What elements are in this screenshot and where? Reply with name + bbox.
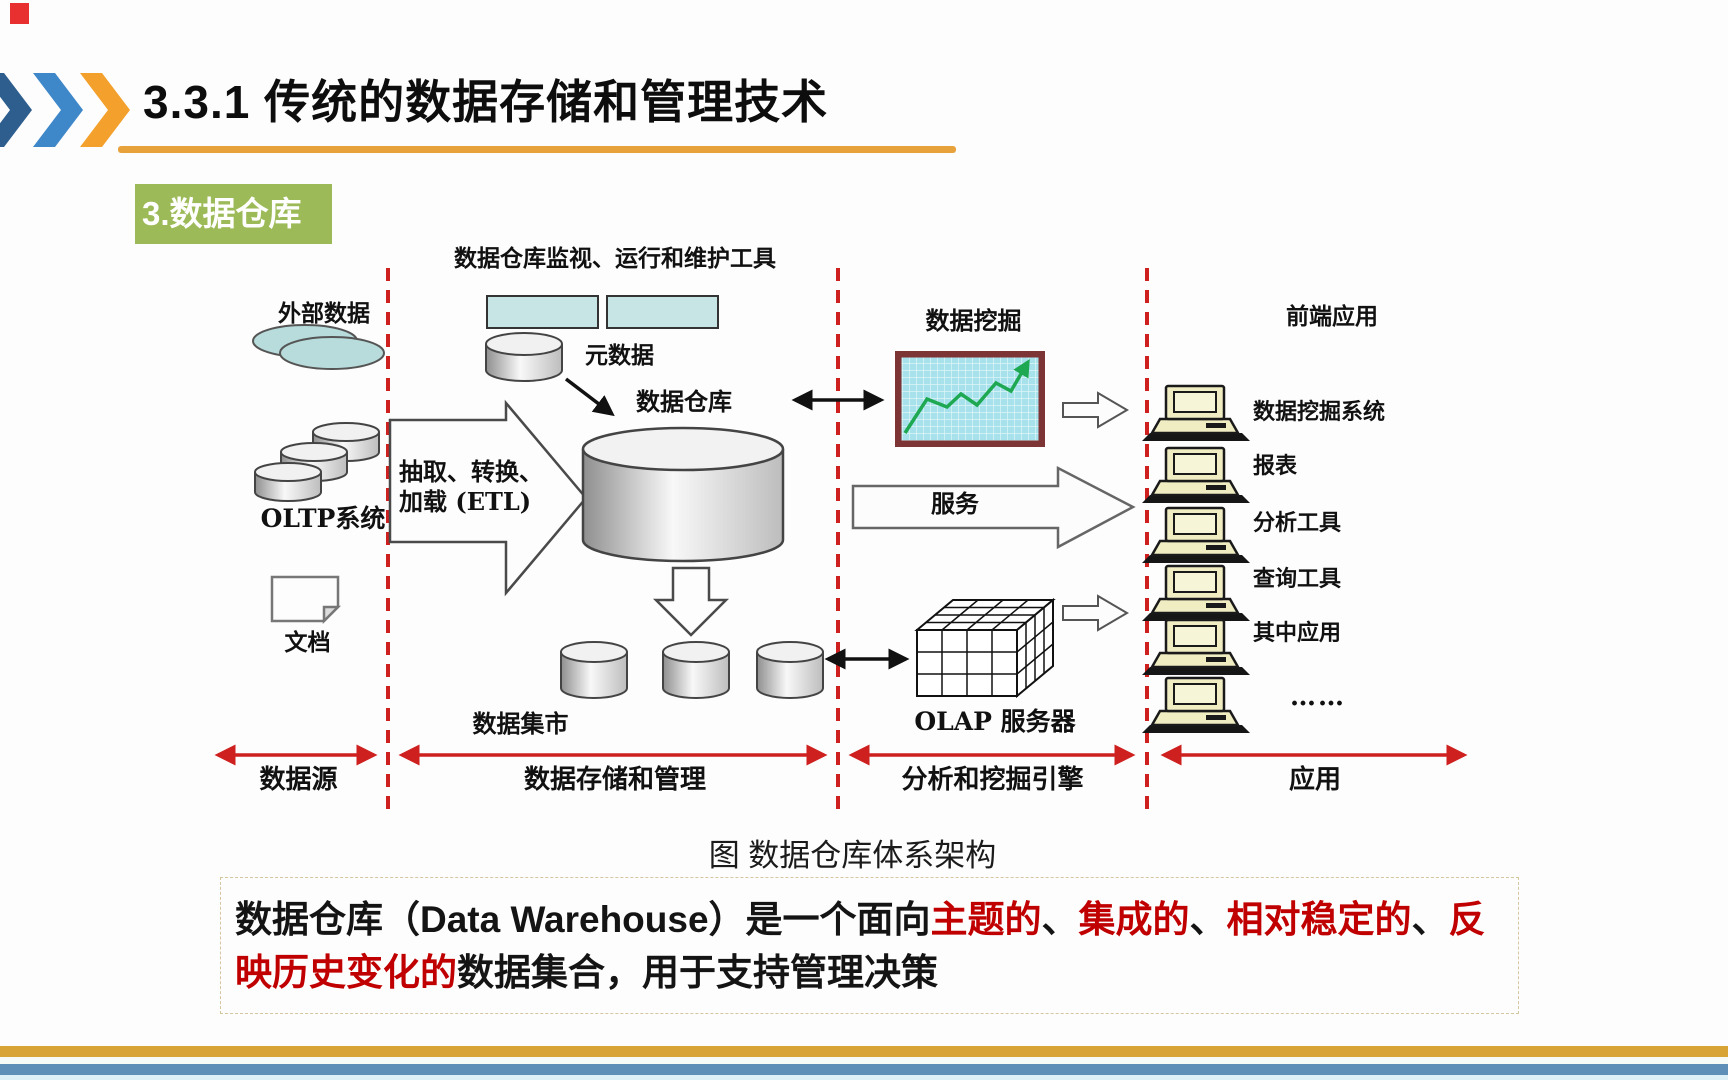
data-warehouse-label: 数据仓库 [636,387,732,416]
definition-seg-4: 、 [1189,899,1227,940]
metadata-to-warehouse-arrow [564,377,615,417]
olap-cube-icon [914,597,1056,699]
warehouse-cylinder-icon [581,426,785,563]
chevron-dark-icon [0,73,32,147]
monitor-tools-label: 数据仓库监视、运行和维护工具 [454,245,776,272]
external-data-label: 外部数据 [278,300,370,327]
title-underline [118,146,956,153]
app-label-analysis-tool: 分析工具 [1253,510,1342,536]
section-label-application: 应用 [1288,765,1341,795]
chevron-blue-icon [33,73,83,147]
etl-label-line1: 抽取、转换、 [399,457,543,486]
bottom-gap-strip [0,1057,1728,1064]
corner-red-mark [10,3,29,24]
document-icon [270,575,342,625]
definition-seg-2: 、 [1041,899,1079,940]
bottom-blue-bar [0,1064,1728,1075]
definition-text: 数据仓库（Data Warehouse）是一个面向主题的、集成的、相对稳定的、反… [221,878,1518,999]
metadata-cylinder-icon [485,332,563,382]
mining-to-apps-arrow-icon [1062,391,1129,429]
figure-caption: 图 数据仓库体系架构 [708,838,997,873]
app-label-other-apps: 其中应用 [1253,620,1342,646]
definition-seg-8: 数据集合，用于支持管理决策 [457,952,938,993]
app-label-mining-system: 数据挖掘系统 [1253,399,1386,425]
definition-seg-5: 相对稳定的 [1226,899,1412,940]
section-tag: 3.数据仓库 [135,184,332,244]
definition-seg-6: 、 [1411,899,1449,940]
data-mart-label: 数据集市 [472,709,569,738]
down-block-arrow-icon [652,566,730,637]
service-block-arrow-icon [851,465,1136,550]
chevron-orange-icon [80,73,130,147]
oltp-system-label: OLTP系统 [260,504,386,533]
chevron-icons [0,73,130,147]
olap-to-apps-arrow-icon [1062,594,1129,632]
frontend-apps-label: 前端应用 [1286,303,1378,330]
data-mart-cylinders-icon [560,641,824,699]
bottom-gold-bar [0,1046,1728,1057]
data-mining-label: 数据挖掘 [925,306,1022,335]
definition-seg-1: 主题的 [930,899,1042,940]
definition-seg-7: 反映历史变化的 [235,899,1486,993]
bottom-pale-strip [0,1075,1728,1080]
definition-seg-3: 集成的 [1078,899,1190,940]
application-computer-icons [1140,384,1252,735]
app-label-query-tool: 查询工具 [1253,566,1342,592]
oltp-cylinders-icon [254,422,380,502]
section-label-storage: 数据存储和管理 [523,765,706,795]
app-label-report: 报表 [1253,453,1298,479]
metadata-label: 元数据 [585,342,654,369]
etl-label-line2: 加载 (ETL) [399,487,532,516]
document-label: 文档 [284,629,331,656]
olap-server-label: OLAP 服务器 [914,707,1076,736]
section-tag-label: 3.数据仓库 [142,195,302,232]
mining-chart-icon [895,351,1045,447]
external-data-icon [252,324,385,370]
definition-seg-0: 数据仓库（Data Warehouse）是一个面向 [235,899,931,940]
section-label-engine: 分析和挖掘引擎 [901,765,1084,795]
monitor-tool-boxes [486,295,719,329]
etl-label: 抽取、转换、 加载 (ETL) [399,457,569,517]
app-label-ellipsis: …… [1290,682,1346,712]
section-label-data-source: 数据源 [259,765,338,795]
definition-box: 数据仓库（Data Warehouse）是一个面向主题的、集成的、相对稳定的、反… [220,877,1519,1014]
page-title: 3.3.1 传统的数据存储和管理技术 [143,76,829,128]
service-label: 服务 [931,489,979,518]
